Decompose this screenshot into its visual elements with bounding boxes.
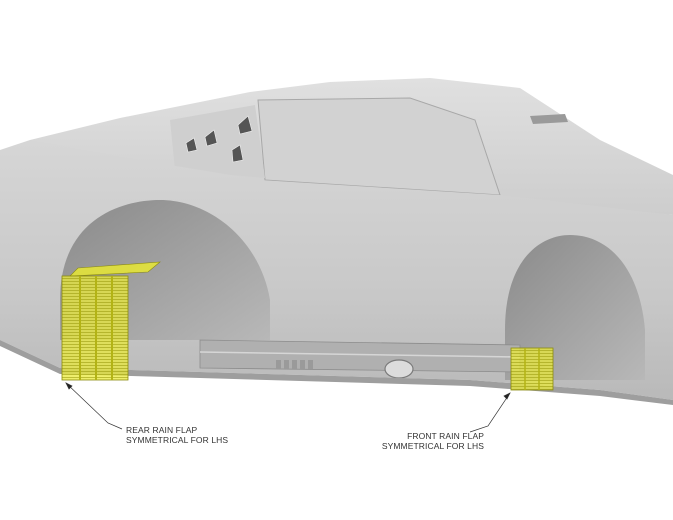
front-rain-flap bbox=[510, 347, 554, 391]
leader-lines bbox=[65, 382, 511, 433]
callout-note: SYMMETRICAL FOR LHS bbox=[381, 441, 484, 451]
front-rain-flap-callout: FRONT RAIN FLAP SYMMETRICAL FOR LHS bbox=[368, 431, 484, 451]
front-wheel-well bbox=[505, 235, 645, 380]
callout-note: SYMMETRICAL FOR LHS bbox=[126, 435, 229, 445]
side-exhaust bbox=[384, 359, 414, 379]
callout-title: FRONT RAIN FLAP bbox=[407, 431, 484, 441]
rear-rain-flap-callout: REAR RAIN FLAP SYMMETRICAL FOR LHS bbox=[126, 425, 228, 445]
rear-rain-flap bbox=[61, 261, 161, 381]
callout-title: REAR RAIN FLAP bbox=[126, 425, 198, 435]
rear-quarter-louvers bbox=[185, 115, 253, 163]
